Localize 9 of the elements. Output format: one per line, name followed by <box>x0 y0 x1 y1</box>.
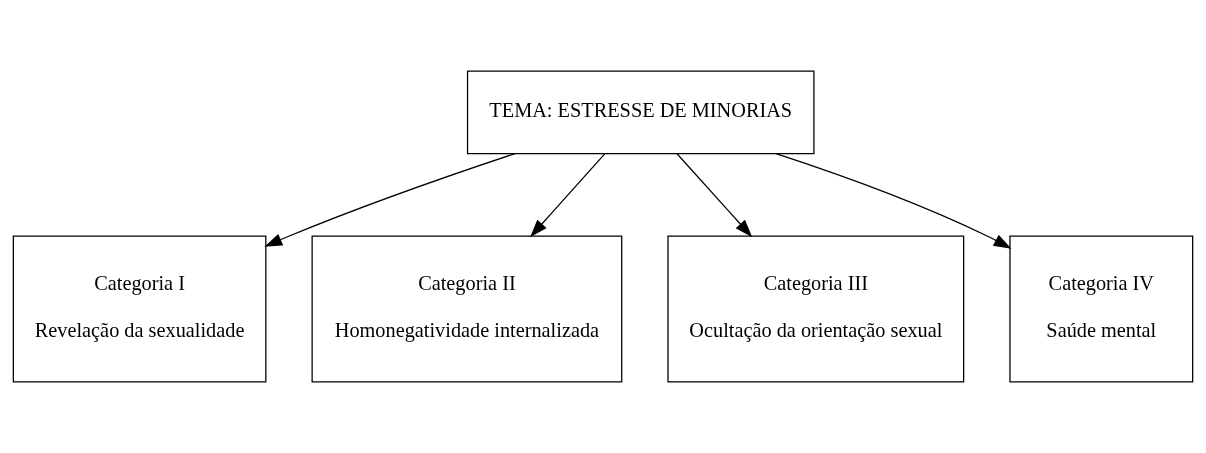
arrow <box>530 153 606 238</box>
node-box: Categoria II Homonegatividade internalizada <box>311 235 623 383</box>
node-box: Categoria IV Saúde mental <box>1009 235 1194 383</box>
arrow <box>775 153 1012 249</box>
node-box: TEMA: ESTRESSE DE MINORIAS <box>466 70 815 155</box>
arrow <box>264 152 516 247</box>
arrow <box>676 153 753 238</box>
node-box: Categoria I Revelação da sexualidade <box>12 235 267 383</box>
node-box: Categoria III Ocultação da orientação sexual <box>667 235 965 383</box>
